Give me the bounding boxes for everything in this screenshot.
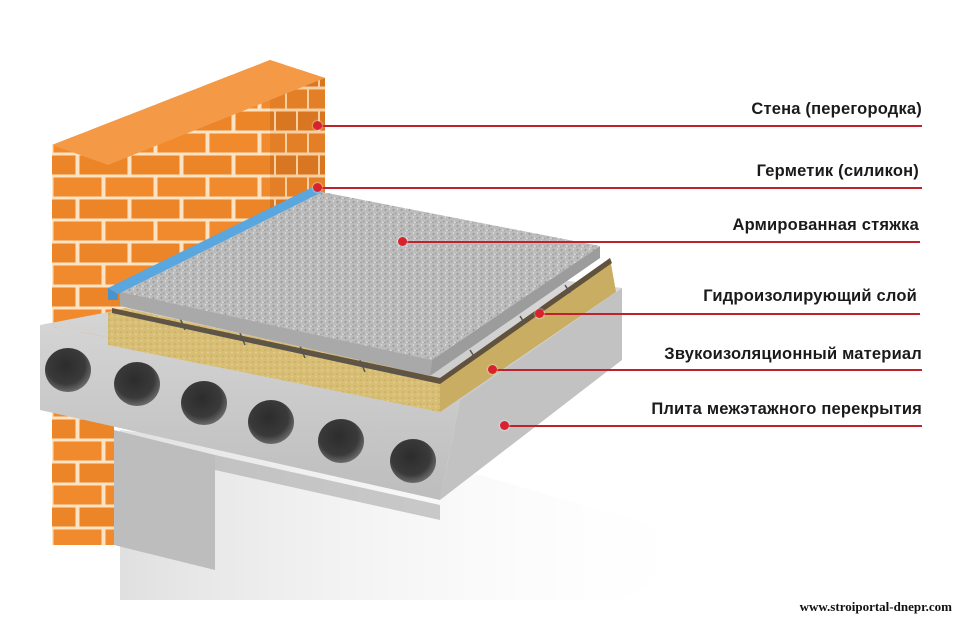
- leader-waterproof: [540, 313, 920, 315]
- support-wall: [114, 430, 215, 570]
- screed-front: [120, 292, 432, 376]
- label-soundproof: Звукоизоляционный материал: [664, 345, 922, 363]
- label-waterproof: Гидроизолирующий слой: [703, 287, 917, 305]
- screed-side: [430, 246, 600, 376]
- label-wall: Стена (перегородка): [751, 100, 922, 118]
- sealant-strip: [108, 186, 322, 294]
- leader-sealant: [318, 187, 922, 189]
- marker-dot-slab: [500, 421, 509, 430]
- soundproof-layer-side: [440, 258, 616, 412]
- label-screed: Армированная стяжка: [732, 216, 919, 234]
- screed-top: [120, 192, 600, 360]
- marker-dot-sealant: [313, 183, 322, 192]
- leader-screed: [403, 241, 920, 243]
- soundproof-layer-front: [108, 308, 440, 412]
- label-sealant: Герметик (силикон): [756, 162, 919, 180]
- slab-side: [440, 288, 622, 500]
- marker-dot-soundproof: [488, 365, 497, 374]
- marker-dot-screed: [398, 237, 407, 246]
- marker-dot-wall: [313, 121, 322, 130]
- watermark: www.stroiportal-dnepr.com: [799, 599, 952, 614]
- label-slab: Плита межэтажного перекрытия: [651, 400, 922, 418]
- leader-wall: [318, 125, 922, 127]
- marker-dot-waterproof: [535, 309, 544, 318]
- leader-slab: [505, 425, 922, 427]
- slab-holes: [45, 348, 436, 483]
- leader-soundproof: [493, 369, 922, 371]
- wall-top: [52, 60, 325, 165]
